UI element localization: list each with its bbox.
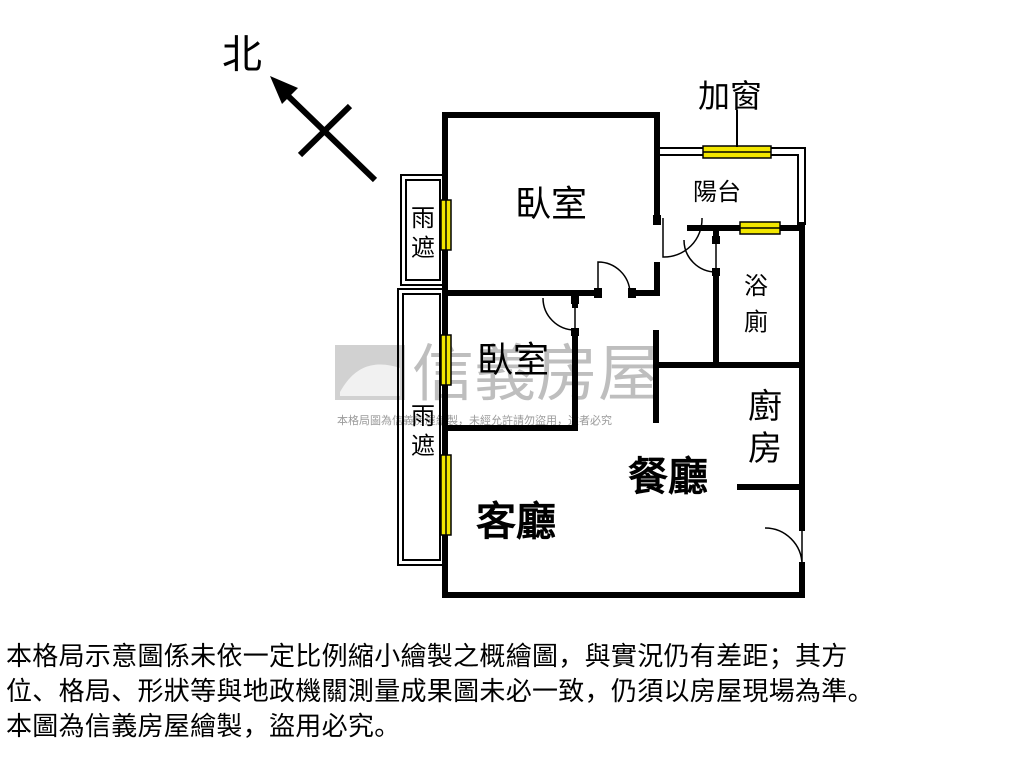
added-window-label: 加窗: [698, 77, 762, 115]
doors: [542, 217, 803, 566]
room-label-canopy-top-2: 遮: [411, 234, 435, 262]
windows: [440, 145, 781, 536]
room-label-living: 客廳: [476, 499, 556, 545]
room-label-canopy-top-1: 雨: [411, 204, 435, 232]
north-compass: 北: [222, 32, 378, 183]
disclaimer-line-2: 位、格局、形狀等與地政機關測量成果圖未必一致，仍須以房屋現場為準。: [6, 677, 874, 707]
room-label-bedroom-2: 臥室: [477, 340, 549, 381]
floor-plan: 信義房屋 本格局圖為信義房屋繪製，未經允許請勿盜用，違者必究 北: [222, 32, 806, 598]
disclaimer-line-1: 本格局示意圖係未依一定比例縮小繪製之概繪圖，與實況仍有差距；其方: [6, 642, 848, 672]
watermark-logo: 信義房屋 本格局圖為信義房屋繪製，未經允許請勿盜用，違者必究: [335, 337, 660, 427]
door-swing: [683, 239, 717, 273]
door-jambs: [571, 215, 720, 336]
room-label-bathroom-2: 廁: [744, 308, 768, 336]
room-label-kitchen-1: 廚: [748, 387, 782, 427]
door-swing: [662, 217, 703, 258]
room-label-bathroom-1: 浴: [744, 272, 768, 300]
door-swing: [542, 297, 576, 331]
north-arrow-icon: [270, 76, 298, 104]
room-label-balcony: 陽台: [693, 178, 741, 206]
room-label-canopy-bottom-2: 遮: [411, 432, 435, 460]
disclaimer-text: 本格局示意圖係未依一定比例縮小繪製之概繪圖，與實況仍有差距；其方 位、格局、形狀…: [6, 640, 1021, 745]
compass-cross: [297, 103, 353, 158]
room-label-canopy-bottom-1: 雨: [411, 402, 435, 430]
room-label-bedroom-1: 臥室: [515, 184, 587, 225]
watermark-notice: 本格局圖為信義房屋繪製，未經允許請勿盜用，違者必究: [337, 413, 612, 427]
watermark-brand: 信義房屋: [412, 337, 660, 410]
door-swing: [764, 527, 803, 566]
canopy-top-inner: [405, 179, 441, 281]
north-arrow-shaft: [282, 90, 378, 183]
north-label: 北: [222, 32, 262, 78]
door-swing: [597, 261, 631, 294]
disclaimer-line-3: 本圖為信義房屋繪製，盜用必究。: [6, 712, 401, 742]
room-labels: 臥室 臥室 陽台 浴 廁 廚 房 餐廳 客廳 雨 遮 雨 遮 加窗: [411, 77, 782, 545]
room-label-dining: 餐廳: [628, 454, 708, 500]
room-label-kitchen-2: 房: [748, 429, 782, 469]
canopy-bottom-inner: [402, 293, 441, 561]
